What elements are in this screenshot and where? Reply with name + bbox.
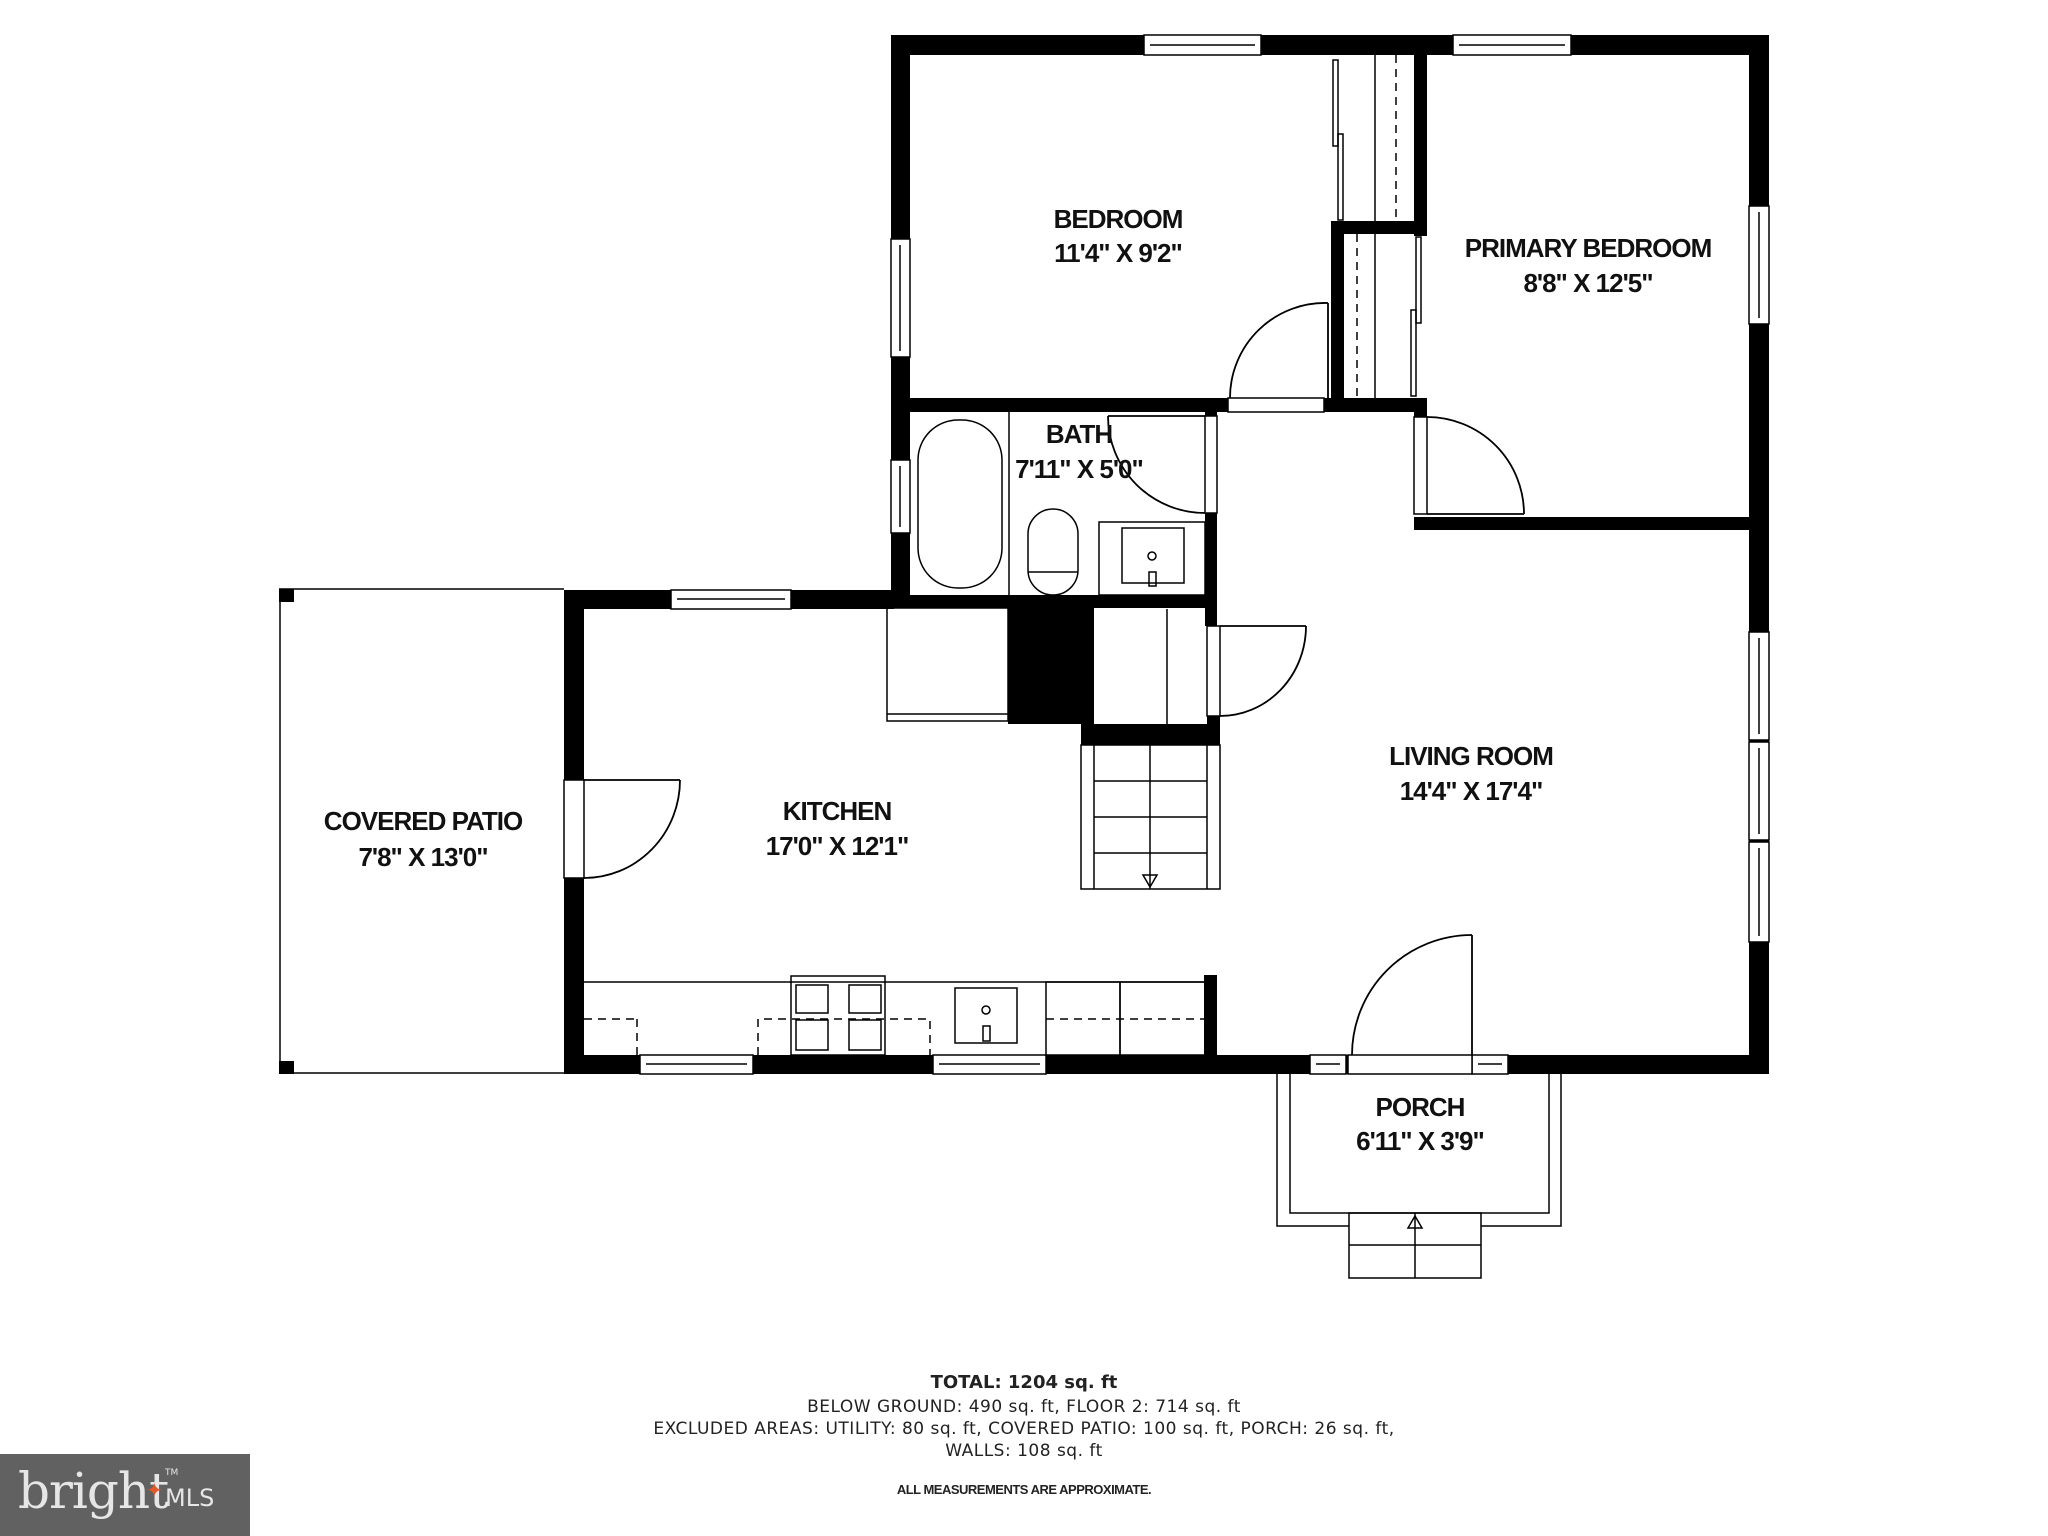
- porch-dims: 6'11" X 3'9": [1356, 1126, 1484, 1156]
- bath-dims: 7'11" X 5'0": [1015, 454, 1143, 484]
- primary-bedroom-name: PRIMARY BEDROOM: [1465, 233, 1711, 263]
- walls: [279, 35, 1769, 1074]
- covered-patio-dims: 7'8" X 13'0": [358, 842, 487, 872]
- floor-areas: BELOW GROUND: 490 sq. ft, FLOOR 2: 714 s…: [807, 1397, 1241, 1417]
- covered-patio-name: COVERED PATIO: [324, 806, 523, 836]
- sparkle-icon: ✦: [146, 1480, 163, 1502]
- logo-wordmark: bright: [18, 1462, 169, 1520]
- walls-area: WALLS: 108 sq. ft: [945, 1441, 1103, 1461]
- kitchen-dims: 17'0" X 12'1": [766, 831, 909, 861]
- doors: [583, 302, 1525, 1056]
- living-room-dims: 14'4" X 17'4": [1400, 776, 1543, 806]
- windows: [563, 34, 1770, 1075]
- bright-mls-logo: bright ✦ TM MLS: [0, 1454, 250, 1536]
- disclaimer: ALL MEASUREMENTS ARE APPROXIMATE.: [896, 1482, 1152, 1497]
- total-area: TOTAL: 1204 sq. ft: [930, 1372, 1118, 1393]
- fixtures: [279, 55, 1562, 1279]
- living-room-name: LIVING ROOM: [1389, 741, 1553, 771]
- porch-name: PORCH: [1376, 1092, 1465, 1122]
- bedroom-name: BEDROOM: [1054, 204, 1183, 234]
- bedroom-dims: 11'4" X 9'2": [1054, 238, 1182, 268]
- excluded-areas: EXCLUDED AREAS: UTILITY: 80 sq. ft, COVE…: [653, 1419, 1395, 1439]
- primary-bedroom-dims: 8'8" X 12'5": [1523, 268, 1652, 298]
- kitchen-name: KITCHEN: [783, 796, 892, 826]
- bath-name: BATH: [1046, 419, 1113, 449]
- room-labels: BEDROOM 11'4" X 9'2" PRIMARY BEDROOM 8'8…: [324, 204, 1712, 1156]
- logo-trademark: TM: [165, 1468, 179, 1478]
- logo-mls: MLS: [165, 1484, 215, 1512]
